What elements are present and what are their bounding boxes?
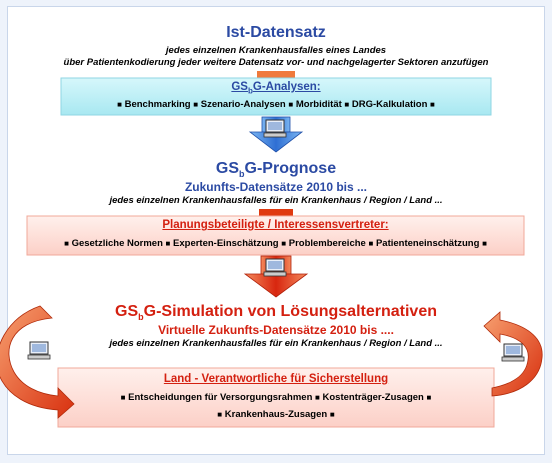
- cycle-arrow-icon: [0, 305, 75, 419]
- land-box: Land - Verantwortliche für Sicherstellun…: [58, 368, 494, 427]
- computer-icon: [263, 119, 287, 138]
- land-item: Entscheidungen für Versorgungsrahmen: [128, 392, 313, 403]
- planung-items: ■ Gesetzliche Normen ■ Experten-Einschät…: [64, 238, 487, 249]
- land-item: Kostenträger-Zusagen: [322, 392, 424, 403]
- land-box-bg: [57, 367, 495, 428]
- planung-box: Planungsbeteiligte / Interessensvertrete…: [27, 216, 524, 255]
- analysen-item: DRG-Kalkulation: [351, 99, 428, 110]
- analysen-box-heading: GSbG-Analysen:: [231, 81, 321, 96]
- ist-datensatz-line1: jedes einzelnen Krankenhausfalles eines …: [165, 45, 387, 56]
- planung-item: Experten-Einschätzung: [173, 238, 279, 249]
- connector-tab-1: [257, 71, 295, 79]
- analysen-item: Benchmarking: [124, 99, 191, 110]
- analysen-items: ■ Benchmarking ■ Szenario-Analysen ■ Mor…: [117, 99, 435, 110]
- connector-tab-2: [259, 209, 293, 217]
- planung-box-heading: Planungsbeteiligte / Interessensvertrete…: [162, 219, 389, 231]
- land-item: Krankenhaus-Zusagen: [224, 409, 328, 420]
- ist-datensatz-title: Ist-Datensatz: [226, 24, 326, 41]
- land-box-heading: Land - Verantwortliche für Sicherstellun…: [163, 373, 389, 385]
- simulation-line: jedes einzelnen Krankenhausfalles für ei…: [109, 338, 443, 349]
- land-items-row2: ■ Krankenhaus-Zusagen ■: [217, 409, 335, 420]
- analysen-box-bg: [60, 77, 492, 116]
- ist-datensatz-line2: über Patientenkodierung jeder weitere Da…: [63, 57, 489, 68]
- land-items-row1: ■ Entscheidungen für Versorgungsrahmen ■…: [120, 392, 432, 403]
- cycle-arrow-icon: [483, 311, 543, 397]
- computer-icon: [263, 258, 287, 277]
- simulation-title: GSbG-Simulation von Lösungsalternativen: [115, 303, 437, 323]
- planung-box-bg: [26, 215, 525, 256]
- planung-item: Problembereiche: [288, 238, 366, 249]
- planung-item: Gesetzliche Normen: [71, 238, 163, 249]
- simulation-subtitle: Virtuelle Zukunfts-Datensätze 2010 bis .…: [158, 323, 394, 337]
- prognose-title: GSbG-Prognose: [215, 160, 337, 180]
- computer-icon: [27, 341, 51, 360]
- prognose-subtitle: Zukunfts-Datensätze 2010 bis ...: [184, 180, 368, 194]
- analysen-box: GSbG-Analysen: ■ Benchmarking ■ Szenario…: [61, 78, 491, 115]
- computer-icon: [501, 343, 525, 362]
- planung-item: Patienteneinschätzung: [375, 238, 480, 249]
- analysen-item: Szenario-Analysen: [200, 99, 286, 110]
- analysen-item: Morbidität: [295, 99, 342, 110]
- prognose-line: jedes einzelnen Krankenhausfalles für ei…: [109, 195, 443, 206]
